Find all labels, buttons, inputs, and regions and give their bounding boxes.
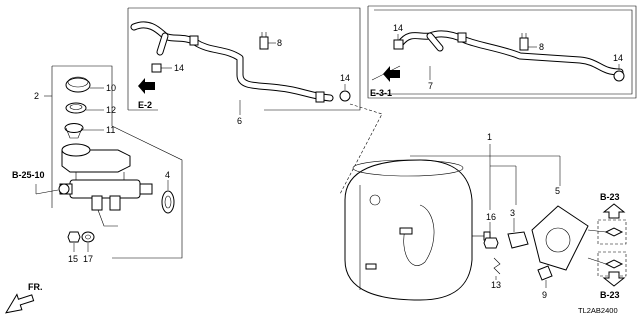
ref-b2510: B-25-10 [12, 170, 45, 180]
callout-17: 17 [83, 254, 93, 264]
reference-arrow-e2-icon [138, 78, 155, 94]
callout-12: 12 [106, 105, 116, 115]
callout-14b: 14 [340, 73, 350, 83]
callout-14d: 14 [613, 53, 623, 63]
bolt-9-icon [537, 265, 553, 281]
check-valve-8-icon [259, 36, 269, 50]
reservoir-cap-10-icon [65, 77, 91, 93]
callout-2: 2 [34, 91, 39, 101]
callout-8a: 8 [277, 38, 282, 48]
diagram-code: TL2AB2400 [578, 306, 618, 315]
brake-booster-group: 1 16 3 13 5 9 [344, 132, 589, 301]
callout-14a: 14 [174, 63, 184, 73]
master-cylinder-body-icon [69, 179, 141, 199]
washer-17-icon [81, 231, 95, 243]
callout-5: 5 [555, 186, 560, 196]
check-valve-8b-icon [519, 37, 529, 51]
callout-13: 13 [491, 280, 501, 290]
nut-16-icon [483, 237, 499, 249]
vacuum-hose-group-7: 14 8 14 7 E-3-1 [367, 5, 637, 99]
callout-16: 16 [486, 212, 496, 222]
callout-1: 1 [487, 132, 492, 142]
callout-6: 6 [237, 116, 242, 126]
callout-9: 9 [542, 290, 547, 300]
ref-e2: E-2 [138, 100, 152, 110]
strainer-11-icon [64, 123, 84, 133]
clip-14b-icon [339, 90, 351, 102]
callout-11: 11 [106, 125, 115, 135]
clip-14c-icon [393, 39, 404, 50]
front-direction-indicator: FR. [5, 282, 43, 314]
ref-e31: E-3-1 [370, 88, 392, 98]
vacuum-hose-group-6: 8 14 14 6 E-2 [127, 7, 361, 126]
clip-14-icon [151, 63, 162, 73]
callout-15: 15 [68, 254, 78, 264]
direction-label: FR. [28, 282, 43, 292]
callout-10: 10 [106, 83, 116, 93]
callout-14c: 14 [393, 23, 403, 33]
ref-b23-top: B-23 [600, 192, 620, 202]
callout-4: 4 [165, 170, 170, 180]
up-arrow-icon [602, 203, 626, 219]
reference-arrow-e31-icon [383, 66, 400, 82]
callout-7: 7 [428, 81, 433, 91]
b23-reference-group: B-23 B-23 [587, 192, 627, 300]
callout-8b: 8 [539, 42, 544, 52]
down-arrow-icon [602, 271, 626, 287]
nut-15-icon [67, 231, 81, 243]
gasket-5-icon [531, 205, 589, 271]
front-arrow-icon [5, 293, 35, 314]
ref-b23-bottom: B-23 [600, 290, 620, 300]
callout-3: 3 [510, 208, 515, 218]
clevis-3-icon [507, 231, 529, 249]
seal-4-icon [161, 190, 175, 214]
clip-14d-icon [613, 70, 625, 82]
master-cylinder-group: 2 10 12 11 4 B-25-10 [12, 65, 183, 264]
